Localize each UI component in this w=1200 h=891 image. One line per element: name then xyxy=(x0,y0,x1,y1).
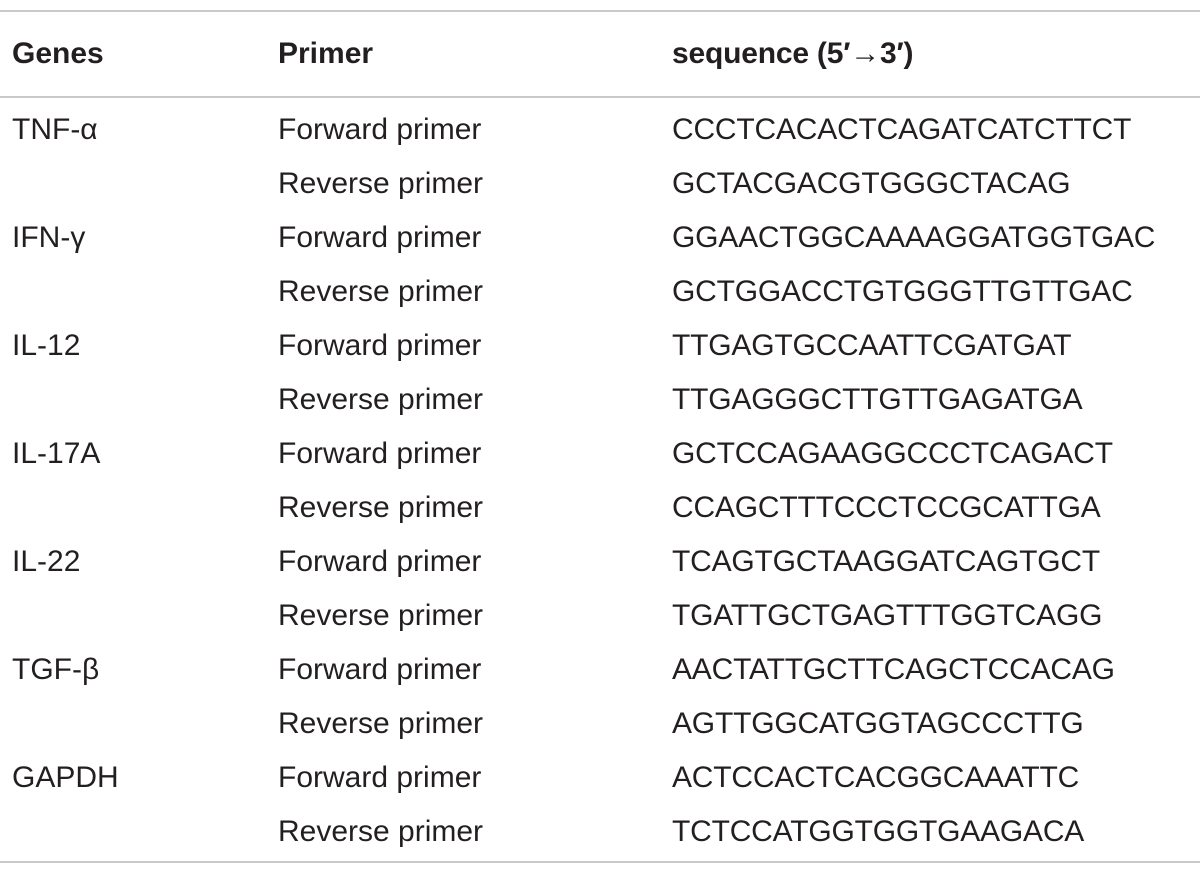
sequence-cell: TCTCCATGGTGGTGAAGACA xyxy=(672,815,1085,848)
gene-cell: IL-12 xyxy=(12,329,81,362)
header-primer: Primer xyxy=(278,37,374,70)
table-row: TGF-β Forward primer AACTATTGCTTCAGCTCCA… xyxy=(0,643,1200,697)
sequence-cell: CCCTCACACTCAGATCATCTTCT xyxy=(672,113,1132,146)
table-row: IL-22 Forward primer TCAGTGCTAAGGATCAGTG… xyxy=(0,535,1200,589)
table-body: TNF-α Forward primer CCCTCACACTCAGATCATC… xyxy=(0,98,1200,859)
table-row: TNF-α Forward primer CCCTCACACTCAGATCATC… xyxy=(0,103,1200,157)
table-row: IL-12 Forward primer TTGAGTGCCAATTCGATGA… xyxy=(0,319,1200,373)
top-rule xyxy=(0,10,1200,12)
gene-cell: GAPDH xyxy=(12,761,119,794)
primer-cell: Reverse primer xyxy=(278,167,484,200)
sequence-cell: AACTATTGCTTCAGCTCCACAG xyxy=(672,653,1115,686)
primer-cell: Reverse primer xyxy=(278,707,484,740)
primer-cell: Reverse primer xyxy=(278,275,484,308)
primer-cell: Forward primer xyxy=(278,221,482,254)
sequence-cell: AGTTGGCATGGTAGCCCTTG xyxy=(672,707,1084,740)
bottom-rule xyxy=(0,861,1200,863)
primer-table: Genes Primer sequence (5′→3′) TNF-α Forw… xyxy=(0,10,1200,863)
sequence-cell: TGATTGCTGAGTTTGGTCAGG xyxy=(672,599,1103,632)
sequence-cell: ACTCCACTCACGGCAAATTC xyxy=(672,761,1080,794)
sequence-cell: TTGAGTGCCAATTCGATGAT xyxy=(672,329,1072,362)
primer-cell: Forward primer xyxy=(278,437,482,470)
sequence-cell: CCAGCTTTCCCTCCGCATTGA xyxy=(672,491,1101,524)
table-row: Reverse primer TTGAGGGCTTGTTGAGATGA xyxy=(0,373,1200,427)
table-row: IL-17A Forward primer GCTCCAGAAGGCCCTCAG… xyxy=(0,427,1200,481)
primer-cell: Forward primer xyxy=(278,653,482,686)
sequence-cell: GCTCCAGAAGGCCCTCAGACT xyxy=(672,437,1113,470)
table-row: GAPDH Forward primer ACTCCACTCACGGCAAATT… xyxy=(0,751,1200,805)
sequence-cell: GGAACTGGCAAAAGGATGGTGAC xyxy=(672,221,1156,254)
primer-cell: Reverse primer xyxy=(278,815,484,848)
gene-cell: TGF-β xyxy=(12,653,100,686)
primer-cell: Forward primer xyxy=(278,113,482,146)
primer-cell: Forward primer xyxy=(278,329,482,362)
header-sequence: sequence (5′→3′) xyxy=(672,37,914,70)
table-row: Reverse primer AGTTGGCATGGTAGCCCTTG xyxy=(0,697,1200,751)
gene-cell: TNF-α xyxy=(12,113,98,146)
gene-cell: IFN-γ xyxy=(12,221,86,254)
primer-cell: Reverse primer xyxy=(278,383,484,416)
table-row: Reverse primer CCAGCTTTCCCTCCGCATTGA xyxy=(0,481,1200,535)
header-genes: Genes xyxy=(12,37,104,70)
sequence-cell: GCTACGACGTGGGCTACAG xyxy=(672,167,1071,200)
sequence-cell: TTGAGGGCTTGTTGAGATGA xyxy=(672,383,1083,416)
primer-cell: Reverse primer xyxy=(278,491,484,524)
primer-cell: Forward primer xyxy=(278,761,482,794)
table-header-row: Genes Primer sequence (5′→3′) xyxy=(0,12,1200,96)
sequence-cell: TCAGTGCTAAGGATCAGTGCT xyxy=(672,545,1101,578)
sequence-cell: GCTGGACCTGTGGGTTGTTGAC xyxy=(672,275,1133,308)
gene-cell: IL-17A xyxy=(12,437,101,470)
table-row: Reverse primer TCTCCATGGTGGTGAAGACA xyxy=(0,805,1200,859)
primer-cell: Forward primer xyxy=(278,545,482,578)
header-rule xyxy=(0,96,1200,98)
table-row: Reverse primer TGATTGCTGAGTTTGGTCAGG xyxy=(0,589,1200,643)
table-row: Reverse primer GCTACGACGTGGGCTACAG xyxy=(0,157,1200,211)
table-row: IFN-γ Forward primer GGAACTGGCAAAAGGATGG… xyxy=(0,211,1200,265)
primer-cell: Reverse primer xyxy=(278,599,484,632)
table-row: Reverse primer GCTGGACCTGTGGGTTGTTGAC xyxy=(0,265,1200,319)
gene-cell: IL-22 xyxy=(12,545,81,578)
